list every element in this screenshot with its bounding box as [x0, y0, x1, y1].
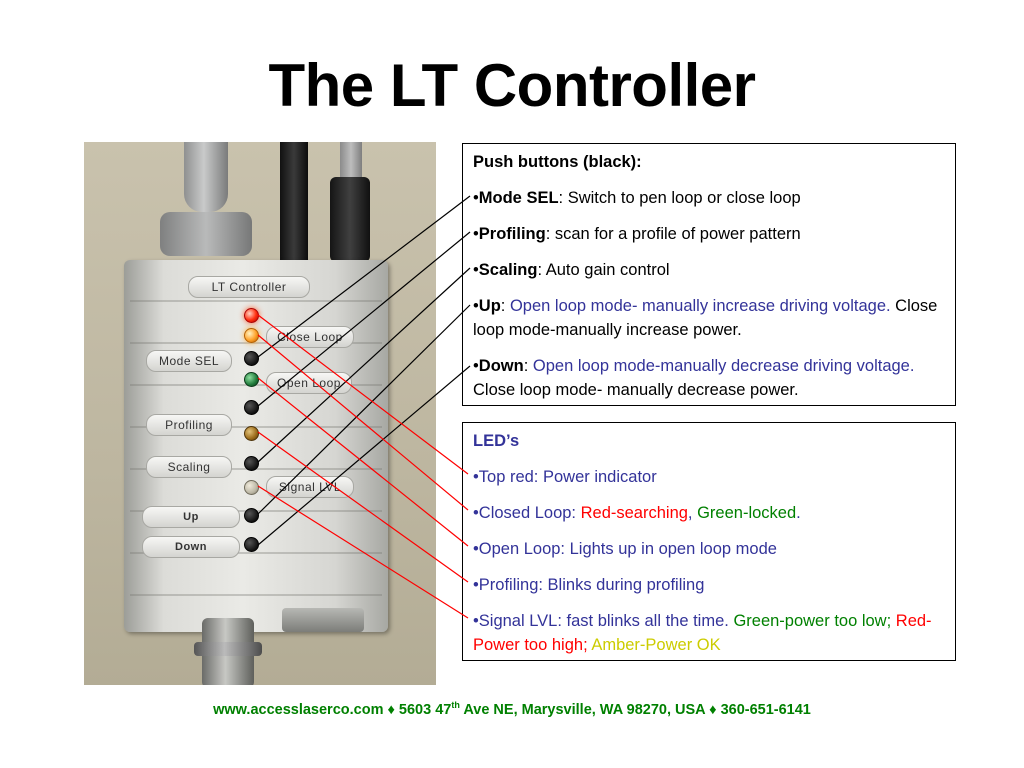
profiling-label: Profiling [146, 414, 232, 436]
signal-lvl-label: Signal LVL [266, 476, 354, 498]
footer-sup: th [451, 700, 460, 710]
nameplate-label: LT Controller [188, 276, 310, 298]
push-button-item: •Mode SEL: Switch to pen loop or close l… [473, 189, 801, 207]
slide-title: The LT Controller [268, 52, 756, 119]
black-connector [330, 177, 370, 262]
open-loop-label: Open Loop [266, 372, 352, 394]
black-cable [280, 142, 308, 272]
device-photo: LT Controller Close Loop Mode SEL Open L… [84, 142, 436, 685]
scaling-label: Scaling [146, 456, 232, 478]
push-button-item: •Scaling: Auto gain control [473, 261, 670, 279]
profiling-button[interactable] [244, 400, 259, 415]
push-button-item: •Down: Open loop mode-manually decrease … [473, 357, 915, 399]
led-item: •Signal LVL: fast blinks all the time. G… [473, 612, 932, 654]
close-loop-label: Close Loop [266, 326, 354, 348]
profiling-led [244, 426, 259, 441]
up-button[interactable] [244, 508, 259, 523]
close-loop-led [244, 328, 259, 343]
leds-box: LED’s •Top red: Power indicator •Closed … [462, 422, 956, 661]
led-item: •Closed Loop: Red-searching, Green-locke… [473, 504, 801, 522]
grey-cable [184, 142, 228, 212]
open-loop-led [244, 372, 259, 387]
up-label: Up [142, 506, 240, 528]
footer-text-post: Ave NE, Marysville, WA 98270, USA ♦ 360-… [459, 701, 811, 718]
down-button[interactable] [244, 537, 259, 552]
db-connector-bottom [282, 608, 364, 632]
led-item: •Top red: Power indicator [473, 468, 657, 486]
down-label: Down [142, 536, 240, 558]
signal-lvl-led [244, 480, 259, 495]
push-button-item: •Profiling: scan for a profile of power … [473, 225, 801, 243]
power-led [244, 308, 259, 323]
mode-sel-button[interactable] [244, 351, 259, 366]
led-item: •Profiling: Blinks during profiling [473, 576, 705, 594]
bnc-ring [194, 642, 262, 656]
push-button-item: •Up: Open loop mode- manually increase d… [473, 297, 938, 339]
footer-text-pre: www.accesslaserco.com ♦ 5603 47 [213, 701, 452, 718]
push-buttons-heading: Push buttons (black): [473, 153, 642, 171]
mode-sel-label: Mode SEL [146, 350, 232, 372]
grey-cable-2 [340, 142, 362, 177]
leds-heading: LED’s [473, 432, 520, 450]
push-buttons-box: Push buttons (black): •Mode SEL: Switch … [462, 143, 956, 406]
footer-contact: www.accesslaserco.com ♦ 5603 47th Ave NE… [0, 700, 1024, 718]
led-item: •Open Loop: Lights up in open loop mode [473, 540, 777, 558]
scaling-button[interactable] [244, 456, 259, 471]
db-connector [160, 212, 252, 256]
controller-box: LT Controller Close Loop Mode SEL Open L… [124, 260, 388, 632]
